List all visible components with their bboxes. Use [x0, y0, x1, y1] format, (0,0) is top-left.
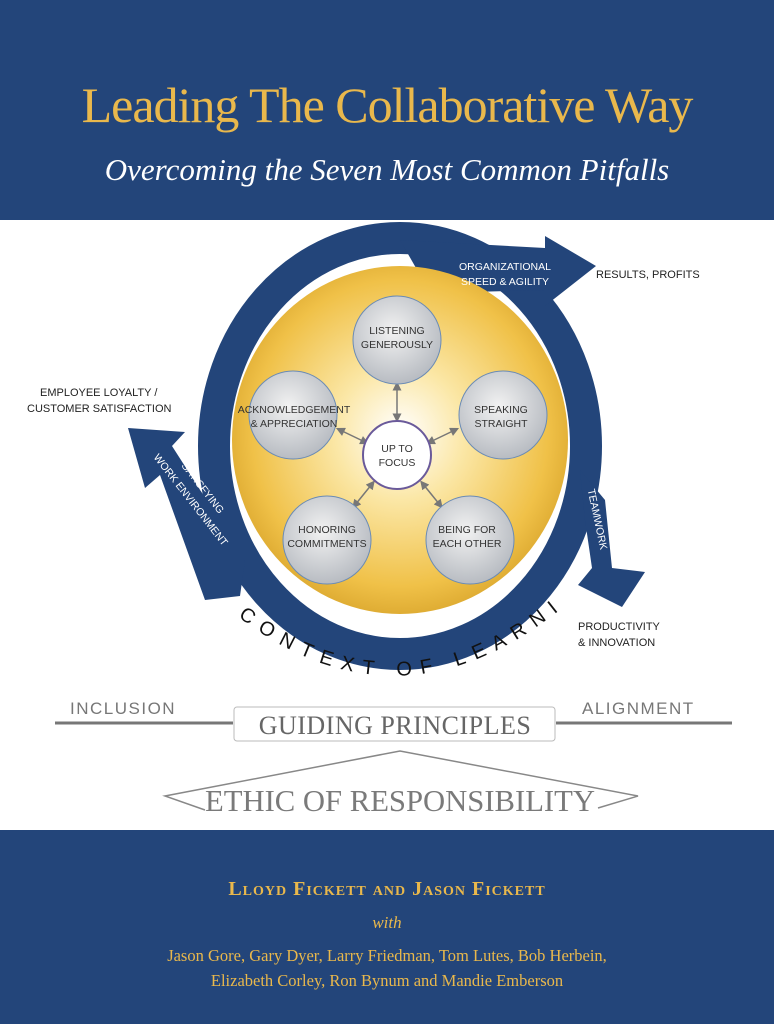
circle-up-to-focus: UP TO FOCUS	[362, 420, 432, 490]
svg-text:UP TO: UP TO	[381, 443, 413, 455]
svg-text:LISTENING: LISTENING	[369, 325, 424, 337]
circle-honoring: HONORING COMMITMENTS	[282, 495, 372, 585]
arrow-left	[128, 428, 245, 600]
book-title: Leading The Collaborative Way	[81, 77, 694, 133]
circle-speaking: SPEAKING STRAIGHT	[458, 370, 548, 460]
guiding-principles: GUIDING PRINCIPLES	[259, 711, 532, 740]
ethic-of-responsibility: ETHIC OF RESPONSIBILITY	[205, 783, 595, 818]
circle-being-for: BEING FOR EACH OTHER	[425, 495, 515, 585]
svg-text:& APPRECIATION: & APPRECIATION	[251, 418, 338, 430]
arrow-right	[578, 470, 645, 607]
svg-text:HONORING: HONORING	[298, 524, 356, 536]
outcome-productivity: PRODUCTIVITY	[578, 621, 661, 633]
title-band	[0, 0, 774, 220]
outcome-loyalty: EMPLOYEE LOYALTY /	[40, 387, 158, 399]
outcome-loyalty-2: CUSTOMER SATISFACTION	[27, 403, 171, 415]
arrow-top	[400, 236, 596, 306]
svg-text:EACH OTHER: EACH OTHER	[433, 538, 502, 550]
svg-text:ACKNOWLEDGEMENT: ACKNOWLEDGEMENT	[238, 404, 351, 416]
svg-text:COMMITMENTS: COMMITMENTS	[287, 538, 366, 550]
arrow-top-label-2: SPEED & AGILITY	[461, 276, 549, 288]
authors: Lloyd Fickett and Jason Fickett	[228, 878, 546, 900]
circle-listening: LISTENING GENEROUSLY	[352, 295, 442, 385]
circle-acknowledgement: ACKNOWLEDGEMENT & APPRECIATION	[238, 370, 351, 460]
arrow-top-label: ORGANIZATIONAL	[459, 261, 551, 273]
inclusion-label: INCLUSION	[70, 699, 176, 718]
ethic-roof	[162, 750, 639, 811]
svg-text:FOCUS: FOCUS	[379, 457, 416, 469]
credits-band	[0, 830, 774, 1024]
svg-text:GENEROUSLY: GENEROUSLY	[361, 339, 433, 351]
outer-ring	[198, 222, 602, 670]
contributors-line-1: Jason Gore, Gary Dyer, Larry Friedman, T…	[167, 946, 607, 965]
svg-text:BEING FOR: BEING FOR	[438, 524, 496, 536]
guiding-principles-box	[233, 706, 556, 742]
outcome-productivity-2: & INNOVATION	[578, 637, 655, 649]
connectors	[335, 381, 460, 509]
outcome-results: RESULTS, PROFITS	[596, 269, 700, 281]
svg-text:SPEAKING: SPEAKING	[474, 404, 528, 416]
book-subtitle: Overcoming the Seven Most Common Pitfall…	[104, 152, 670, 187]
svg-text:STRAIGHT: STRAIGHT	[474, 418, 528, 430]
with-label: with	[372, 913, 402, 932]
alignment-label: ALIGNMENT	[582, 699, 695, 718]
contributors-line-2: Elizabeth Corley, Ron Bynum and Mandie E…	[210, 971, 564, 990]
